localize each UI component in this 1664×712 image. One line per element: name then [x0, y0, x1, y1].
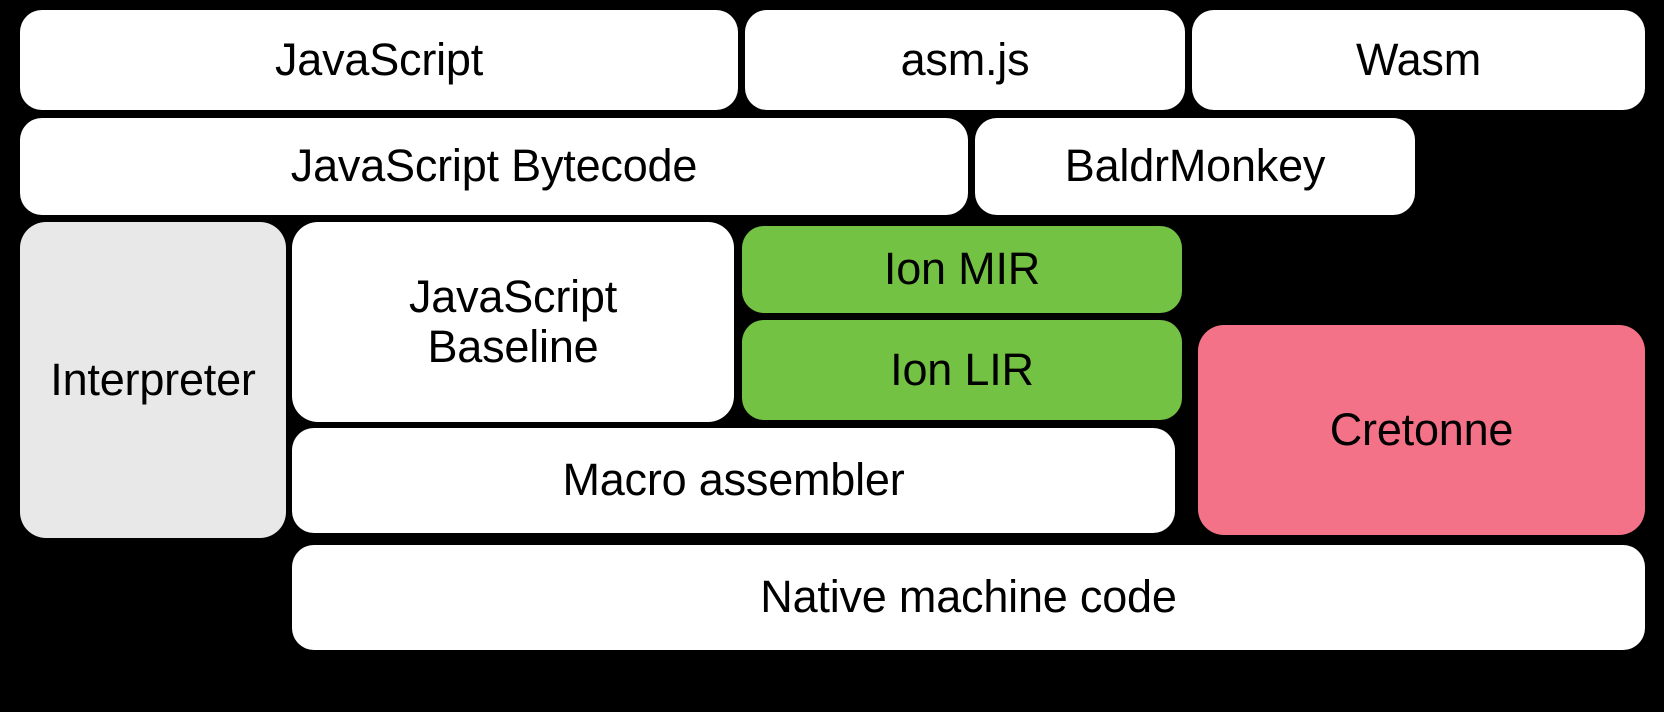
- node-native-machine-code: Native machine code: [292, 545, 1645, 650]
- node-javascript-baseline: JavaScript Baseline: [292, 222, 734, 422]
- node-wasm: Wasm: [1192, 10, 1645, 110]
- node-javascript: JavaScript: [20, 10, 738, 110]
- node-ion-lir: Ion LIR: [742, 320, 1182, 420]
- node-asmjs: asm.js: [745, 10, 1185, 110]
- node-macro-assembler: Macro assembler: [292, 428, 1175, 533]
- node-cretonne: Cretonne: [1198, 325, 1645, 535]
- node-baldrmonkey: BaldrMonkey: [975, 118, 1415, 215]
- node-ion-mir: Ion MIR: [742, 226, 1182, 313]
- node-interpreter: Interpreter: [20, 222, 286, 538]
- node-javascript-bytecode: JavaScript Bytecode: [20, 118, 968, 215]
